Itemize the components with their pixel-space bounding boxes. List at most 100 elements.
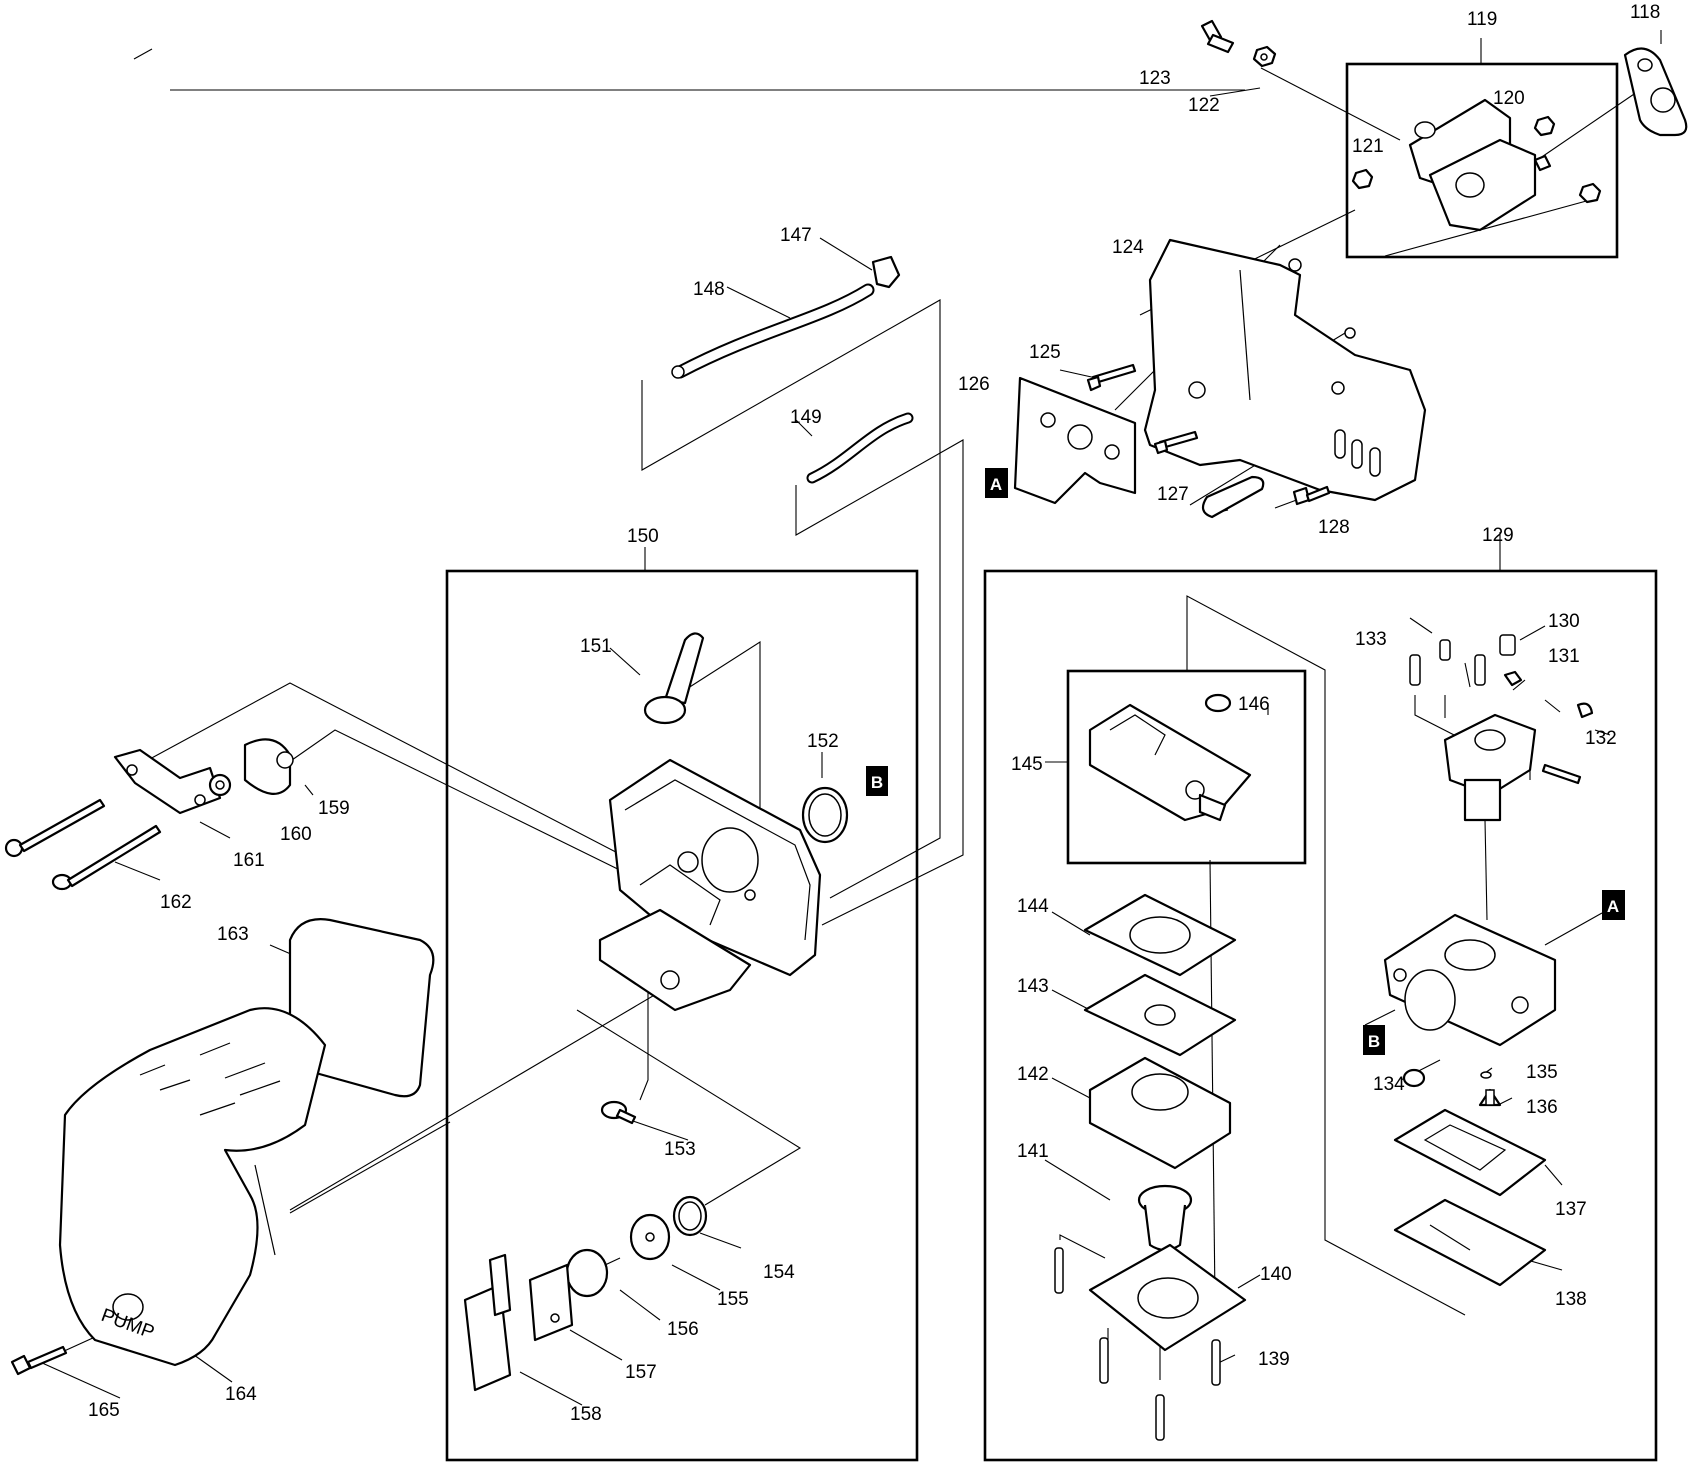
label-154: 154 bbox=[763, 1262, 795, 1283]
marker-a-top: A bbox=[985, 468, 1008, 498]
hose-148 bbox=[671, 283, 875, 379]
clip-147 bbox=[871, 255, 901, 289]
diaphragm-156 bbox=[565, 1248, 621, 1298]
label-130: 130 bbox=[1548, 611, 1580, 632]
label-120: 120 bbox=[1493, 88, 1525, 109]
label-157: 157 bbox=[625, 1362, 657, 1383]
nut-121 bbox=[1351, 168, 1374, 190]
clamp-127 bbox=[1201, 475, 1265, 519]
label-145: 145 bbox=[1011, 754, 1043, 775]
bolt-165 bbox=[10, 1345, 68, 1376]
label-135: 135 bbox=[1526, 1062, 1558, 1083]
gasket-137 bbox=[1393, 1108, 1547, 1197]
hose-149 bbox=[806, 412, 914, 484]
bolt-128 bbox=[1292, 485, 1331, 506]
marker-b-right: B bbox=[1363, 1025, 1385, 1055]
label-137: 137 bbox=[1555, 1199, 1587, 1220]
cover-164: PUMP bbox=[58, 1007, 327, 1367]
needle-136 bbox=[1478, 1088, 1502, 1107]
gasket-144 bbox=[1083, 893, 1237, 977]
diaphragm-138 bbox=[1393, 1198, 1547, 1287]
sprocket-159 bbox=[243, 738, 294, 795]
label-136: 136 bbox=[1526, 1097, 1558, 1118]
label-139: 139 bbox=[1258, 1349, 1290, 1370]
label-124: 124 bbox=[1112, 237, 1144, 258]
bolt-long-upper bbox=[4, 798, 106, 858]
label-151: 151 bbox=[580, 636, 612, 657]
label-152: 152 bbox=[807, 731, 839, 752]
marker-a-right: A bbox=[1602, 890, 1625, 920]
label-125: 125 bbox=[1029, 342, 1061, 363]
label-148: 148 bbox=[693, 279, 725, 300]
o-ring-152 bbox=[801, 786, 849, 844]
nut-120 bbox=[1533, 115, 1556, 137]
assembly-box-119 bbox=[1345, 62, 1619, 259]
o-ring-154 bbox=[672, 1195, 708, 1237]
label-133: 133 bbox=[1355, 629, 1387, 650]
label-159: 159 bbox=[318, 798, 350, 819]
bolt-162 bbox=[51, 824, 162, 891]
label-127: 127 bbox=[1157, 484, 1189, 505]
diaphragm-143 bbox=[1083, 973, 1237, 1057]
bolt-side bbox=[1153, 430, 1199, 455]
part-labels: 118 119 120 121 122 123 124 125 126 127 … bbox=[88, 2, 1660, 1425]
marker-b-top: B bbox=[866, 766, 888, 796]
label-161: 161 bbox=[233, 850, 265, 871]
label-163: 163 bbox=[217, 924, 249, 945]
cup-141 bbox=[1137, 1184, 1193, 1252]
label-123: 123 bbox=[1139, 68, 1171, 89]
label-140: 140 bbox=[1260, 1264, 1292, 1285]
svg-text:A: A bbox=[1607, 897, 1619, 916]
label-122: 122 bbox=[1188, 95, 1220, 116]
label-160: 160 bbox=[280, 824, 312, 845]
cover-145 bbox=[1088, 703, 1252, 822]
leader-lines bbox=[39, 30, 1662, 1406]
heat-shield-124 bbox=[1143, 238, 1427, 502]
filter-157 bbox=[528, 1263, 574, 1342]
label-134: 134 bbox=[1373, 1074, 1405, 1095]
gasket-126 bbox=[1013, 376, 1137, 505]
label-158: 158 bbox=[570, 1404, 602, 1425]
label-131: 131 bbox=[1548, 646, 1580, 667]
screen-146 bbox=[1204, 693, 1232, 713]
svg-text:A: A bbox=[990, 475, 1002, 494]
label-146: 146 bbox=[1238, 694, 1270, 715]
bolt-125 bbox=[1086, 363, 1137, 392]
label-156: 156 bbox=[667, 1319, 699, 1340]
label-141: 141 bbox=[1017, 1141, 1049, 1162]
label-150: 150 bbox=[627, 526, 659, 547]
label-149: 149 bbox=[790, 407, 822, 428]
plug-130 bbox=[1499, 634, 1516, 656]
label-119: 119 bbox=[1467, 9, 1497, 30]
pump-cover-140 bbox=[1088, 1243, 1247, 1352]
label-128: 128 bbox=[1318, 517, 1350, 538]
bolt-123 bbox=[1200, 19, 1235, 54]
label-165: 165 bbox=[88, 1400, 120, 1421]
label-162: 162 bbox=[160, 892, 192, 913]
label-153: 153 bbox=[664, 1139, 696, 1160]
screw-153 bbox=[600, 1100, 637, 1125]
bracket-161 bbox=[113, 748, 222, 815]
air-box-body bbox=[598, 758, 822, 1012]
washer-160 bbox=[208, 773, 232, 797]
label-132: 132 bbox=[1585, 728, 1617, 749]
nut-right bbox=[1578, 182, 1602, 204]
label-155: 155 bbox=[717, 1289, 749, 1310]
label-143: 143 bbox=[1017, 976, 1049, 997]
plug-134 bbox=[1402, 1068, 1426, 1088]
carb-body bbox=[1383, 913, 1557, 1047]
insulator-119 bbox=[1408, 98, 1552, 232]
label-118: 118 bbox=[1630, 2, 1660, 23]
ring-135 bbox=[1480, 1071, 1492, 1079]
nut-122 bbox=[1252, 45, 1277, 68]
svg-text:B: B bbox=[871, 773, 883, 792]
assembly-box-150 bbox=[445, 569, 919, 1462]
label-144: 144 bbox=[1017, 896, 1049, 917]
throttle-133-132 bbox=[1409, 639, 1582, 822]
label-142: 142 bbox=[1017, 1064, 1049, 1085]
label-138: 138 bbox=[1555, 1289, 1587, 1310]
label-126: 126 bbox=[958, 374, 990, 395]
label-129: 129 bbox=[1482, 525, 1514, 546]
assembly-box-129 bbox=[983, 569, 1658, 1462]
